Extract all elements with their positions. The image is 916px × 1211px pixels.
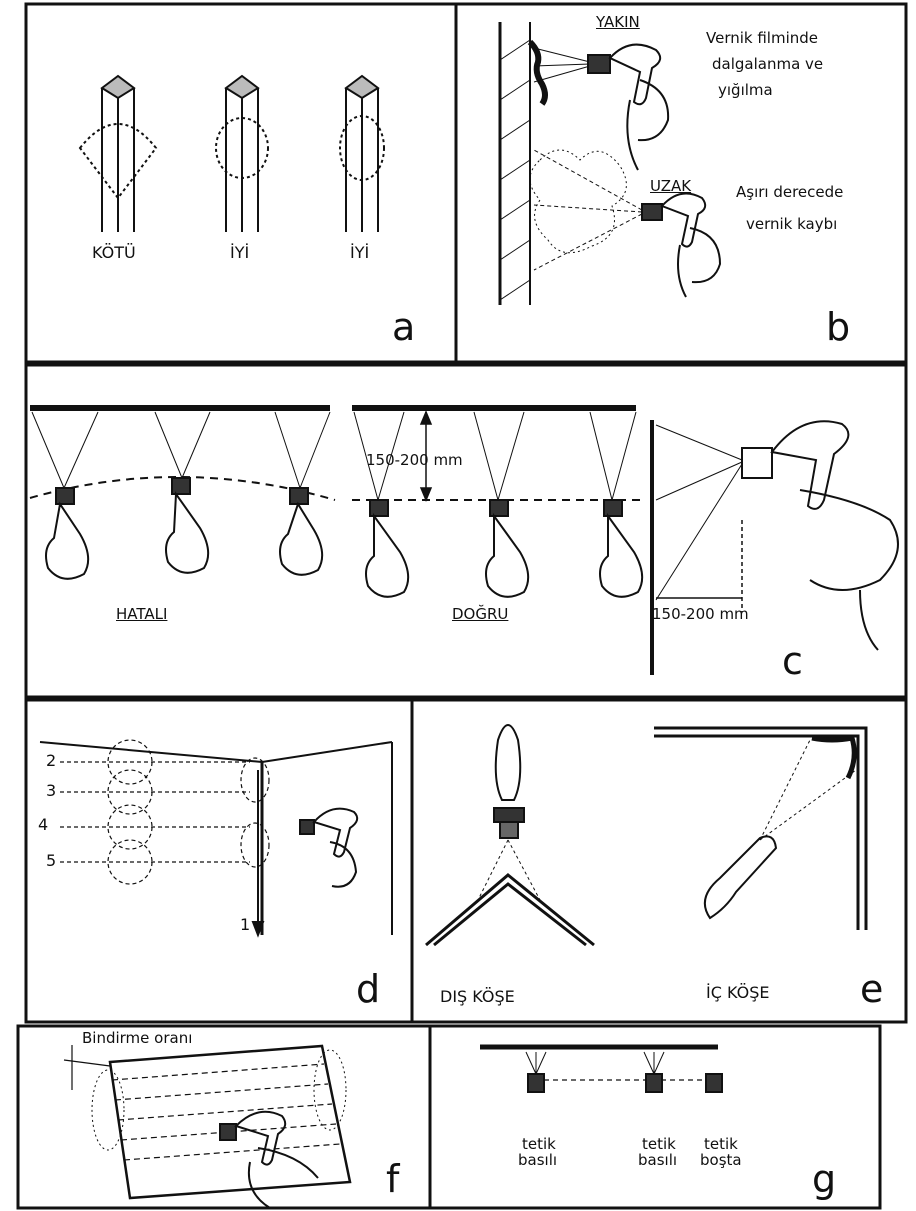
panel-f-drawing [64,1045,350,1208]
large-spray-gun [742,421,898,650]
near-text-line-1: Vernik filminde [706,30,818,47]
pass-number-5: 5 [46,852,56,870]
panel-b-drawing [500,22,720,305]
trigger-state-2-line-2: basılı [638,1152,677,1169]
panel-e-drawing [426,725,866,945]
trigger-state-3-line-2: boşta [700,1152,742,1169]
outer-corner-label: DIŞ KÖŞE [440,988,515,1006]
pass-number-1: 1 [240,916,250,934]
inner-gun-hand [705,836,776,918]
overlap-circles-d [60,740,269,884]
far-text-line-1: Aşırı derecede [736,184,843,201]
near-text-line-3: yığılma [718,82,773,99]
post-bad [80,76,156,232]
post-label-bad: KÖTÜ [92,244,136,262]
panel-letter-f: f [386,1158,399,1202]
near-text-line-2: dalgalanma ve [712,56,823,73]
panel-d-drawing [40,740,392,935]
panel-letter-d: d [356,968,380,1012]
spray-gun-d [300,809,357,887]
post-good-1 [216,76,268,232]
near-title: YAKIN [596,14,640,31]
post-label-good-1: İYİ [230,244,249,262]
outer-corner-shape [426,875,594,945]
post-label-good-2: İYİ [350,244,369,262]
wall-hatching [500,40,530,300]
panel-f-board [110,1046,350,1198]
far-title: UZAK [650,178,691,195]
distance-horizontal: 150-200 mm [652,606,749,623]
outer-gun-hand [494,725,524,838]
wrong-label: HATALI [116,606,167,623]
inner-corner-label: İÇ KÖŞE [706,984,769,1002]
far-spray-gun [642,194,720,298]
distance-vertical: 150-200 mm [366,452,463,469]
pass-number-3: 3 [46,782,56,800]
panel-e-frame [412,700,906,1022]
trigger-state-1-line-2: basılı [518,1152,557,1169]
inner-spray [760,740,856,840]
panel-c-drawing [30,408,898,675]
far-spray [534,150,642,270]
inner-corner-shape [654,728,866,930]
pass-number-4: 4 [38,816,48,834]
panel-letter-e: e [860,968,883,1012]
paint-sag [530,42,545,104]
panel-a-drawing [80,76,384,232]
overlap-rows-f [112,1064,340,1160]
far-text-line-2: vernik kaybı [746,216,837,233]
overlap-label: Bindirme oranı [82,1030,192,1047]
panel-letter-c: c [782,640,803,684]
guns-g [528,1074,722,1092]
panel-letter-a: a [392,306,415,350]
panel-letter-b: b [826,306,850,350]
panel-c-frame [26,365,906,697]
spray-g [526,1052,664,1074]
panel-g-drawing [480,1047,722,1092]
post-good-2 [340,76,384,232]
right-label: DOĞRU [452,606,508,623]
dimension-lines-c [421,412,742,612]
near-spray [534,48,590,82]
panel-letter-g: g [812,1158,836,1202]
far-mist [530,150,626,253]
near-spray-gun [588,45,668,170]
pass-number-2: 2 [46,752,56,770]
